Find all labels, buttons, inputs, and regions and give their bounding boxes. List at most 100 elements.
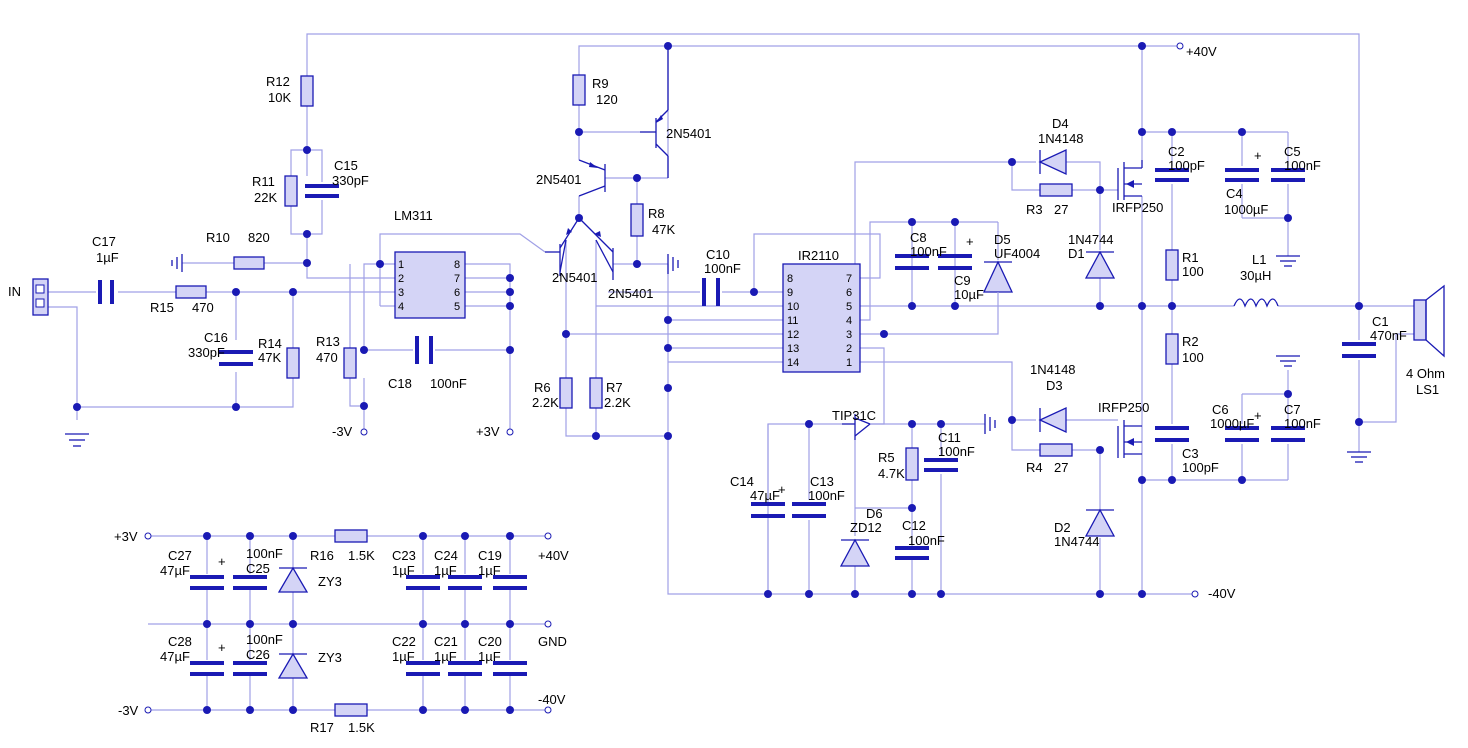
d3-diode bbox=[1038, 406, 1067, 434]
label-r15-ref: R15 bbox=[150, 300, 174, 315]
d5-diode bbox=[982, 260, 1014, 293]
label-plus-c4: + bbox=[1254, 148, 1262, 163]
label-c25-val: 100nF bbox=[246, 546, 283, 561]
ground-symbol bbox=[65, 433, 89, 447]
pin-label: 3 bbox=[846, 329, 852, 341]
label-r7-ref: R7 bbox=[606, 380, 623, 395]
label-c18-ref: C18 bbox=[388, 376, 412, 391]
label-ps-minus3: -3V bbox=[118, 703, 139, 718]
label-c16-val: 330pF bbox=[188, 345, 225, 360]
label-c5-ref: C5 bbox=[1284, 144, 1301, 159]
label-r12-val: 10K bbox=[268, 90, 291, 105]
d4-diode bbox=[1038, 148, 1067, 176]
pin-label: 6 bbox=[846, 287, 852, 299]
label-r16-ref: R16 bbox=[310, 548, 334, 563]
label-d5-ref: D5 bbox=[994, 232, 1011, 247]
ground-symbol bbox=[171, 254, 183, 272]
label-c2-val: 100pF bbox=[1168, 158, 1205, 173]
label-r1-val: 100 bbox=[1182, 264, 1204, 279]
d2-zener bbox=[1084, 508, 1116, 537]
r10-resistor bbox=[233, 256, 265, 270]
label-r13-ref: R13 bbox=[316, 334, 340, 349]
pin-label: 2 bbox=[846, 343, 852, 355]
label-d3-val: 1N4148 bbox=[1030, 362, 1076, 377]
label-c13-ref: C13 bbox=[810, 474, 834, 489]
label-c24-ref: C24 bbox=[434, 548, 458, 563]
label-zy3-b: ZY3 bbox=[318, 650, 342, 665]
zy3-zener-top bbox=[277, 566, 309, 593]
label-neg3v: -3V bbox=[332, 424, 353, 439]
label-r14-ref: R14 bbox=[258, 336, 282, 351]
label-l1-ref: L1 bbox=[1252, 252, 1266, 267]
label-c28-val: 47µF bbox=[160, 649, 190, 664]
label-c5-val: 100nF bbox=[1284, 158, 1321, 173]
label-r6-val: 2.2K bbox=[532, 395, 559, 410]
label-c17-val: 1µF bbox=[96, 250, 119, 265]
pin-label: 5 bbox=[846, 301, 852, 313]
pin-label: 8 bbox=[787, 273, 793, 285]
speaker-ls1 bbox=[1413, 299, 1427, 341]
label-d2-ref: D2 bbox=[1054, 520, 1071, 535]
label-zy3-a: ZY3 bbox=[318, 574, 342, 589]
label-c19-ref: C19 bbox=[478, 548, 502, 563]
label-c11-val: 100nF bbox=[938, 444, 975, 459]
label-d5-val: UF4004 bbox=[994, 246, 1040, 261]
label-r9-ref: R9 bbox=[592, 76, 609, 91]
pin-label: 9 bbox=[787, 287, 793, 299]
label-c18-val: 100nF bbox=[430, 376, 467, 391]
label-d1-ref: D1 bbox=[1068, 246, 1085, 261]
label-c12-val: 100nF bbox=[908, 533, 945, 548]
label-ps-plus40: +40V bbox=[538, 548, 569, 563]
label-c26-val: 100nF bbox=[246, 632, 283, 647]
label-c1-ref: C1 bbox=[1372, 314, 1389, 329]
labels: IN C17 1µF R10 820 R15 470 R12 10K R11 2… bbox=[8, 44, 1445, 735]
mosfet-irfp250-low bbox=[1117, 420, 1142, 458]
label-c9-ref: C9 bbox=[954, 273, 971, 288]
label-d4-val: 1N4148 bbox=[1038, 131, 1084, 146]
label-c3-val: 100pF bbox=[1182, 460, 1219, 475]
r9-resistor bbox=[572, 74, 586, 106]
label-tip31c: TIP31C bbox=[832, 408, 876, 423]
pin-label: 4 bbox=[846, 315, 852, 327]
wires bbox=[48, 33, 1414, 711]
label-c21-ref: C21 bbox=[434, 634, 458, 649]
label-plus-c27: + bbox=[218, 554, 226, 569]
label-ps-plus3: +3V bbox=[114, 529, 138, 544]
components bbox=[32, 42, 1445, 717]
r11-resistor bbox=[284, 175, 298, 207]
label-irfp250-lo: IRFP250 bbox=[1098, 400, 1149, 415]
ir2110-chip bbox=[782, 263, 861, 373]
label-c6-val: 1000µF bbox=[1210, 416, 1254, 431]
label-d6-val: ZD12 bbox=[850, 520, 882, 535]
label-in: IN bbox=[8, 284, 21, 299]
d1-zener bbox=[1084, 250, 1116, 279]
d6-zener bbox=[839, 538, 871, 567]
label-c14-val: 47µF bbox=[750, 488, 780, 503]
label-plus40v: +40V bbox=[1186, 44, 1217, 59]
label-r15-val: 470 bbox=[192, 300, 214, 315]
r1-resistor bbox=[1165, 249, 1179, 281]
label-c14-ref: C14 bbox=[730, 474, 754, 489]
label-r1-ref: R1 bbox=[1182, 250, 1199, 265]
label-c7-ref: C7 bbox=[1284, 402, 1301, 417]
label-q-a: 2N5401 bbox=[666, 126, 712, 141]
label-c6-ref: C6 bbox=[1212, 402, 1229, 417]
ground-symbol bbox=[1276, 255, 1300, 267]
transistor-2n5401 bbox=[640, 46, 669, 178]
r16-resistor bbox=[334, 529, 368, 543]
label-r12-ref: R12 bbox=[266, 74, 290, 89]
label-r2-ref: R2 bbox=[1182, 334, 1199, 349]
label-ps-gnd: GND bbox=[538, 634, 567, 649]
label-c20-ref: C20 bbox=[478, 634, 502, 649]
r7-resistor bbox=[589, 377, 603, 409]
label-q-d: 2N5401 bbox=[608, 286, 654, 301]
pin-label: 13 bbox=[787, 343, 799, 355]
label-c11-ref: C11 bbox=[938, 430, 961, 445]
label-r8-val: 47K bbox=[652, 222, 675, 237]
r13-resistor bbox=[343, 347, 357, 379]
label-r10-ref: R10 bbox=[206, 230, 230, 245]
pin-label: 2 bbox=[398, 273, 404, 285]
pin-label: 12 bbox=[787, 329, 799, 341]
